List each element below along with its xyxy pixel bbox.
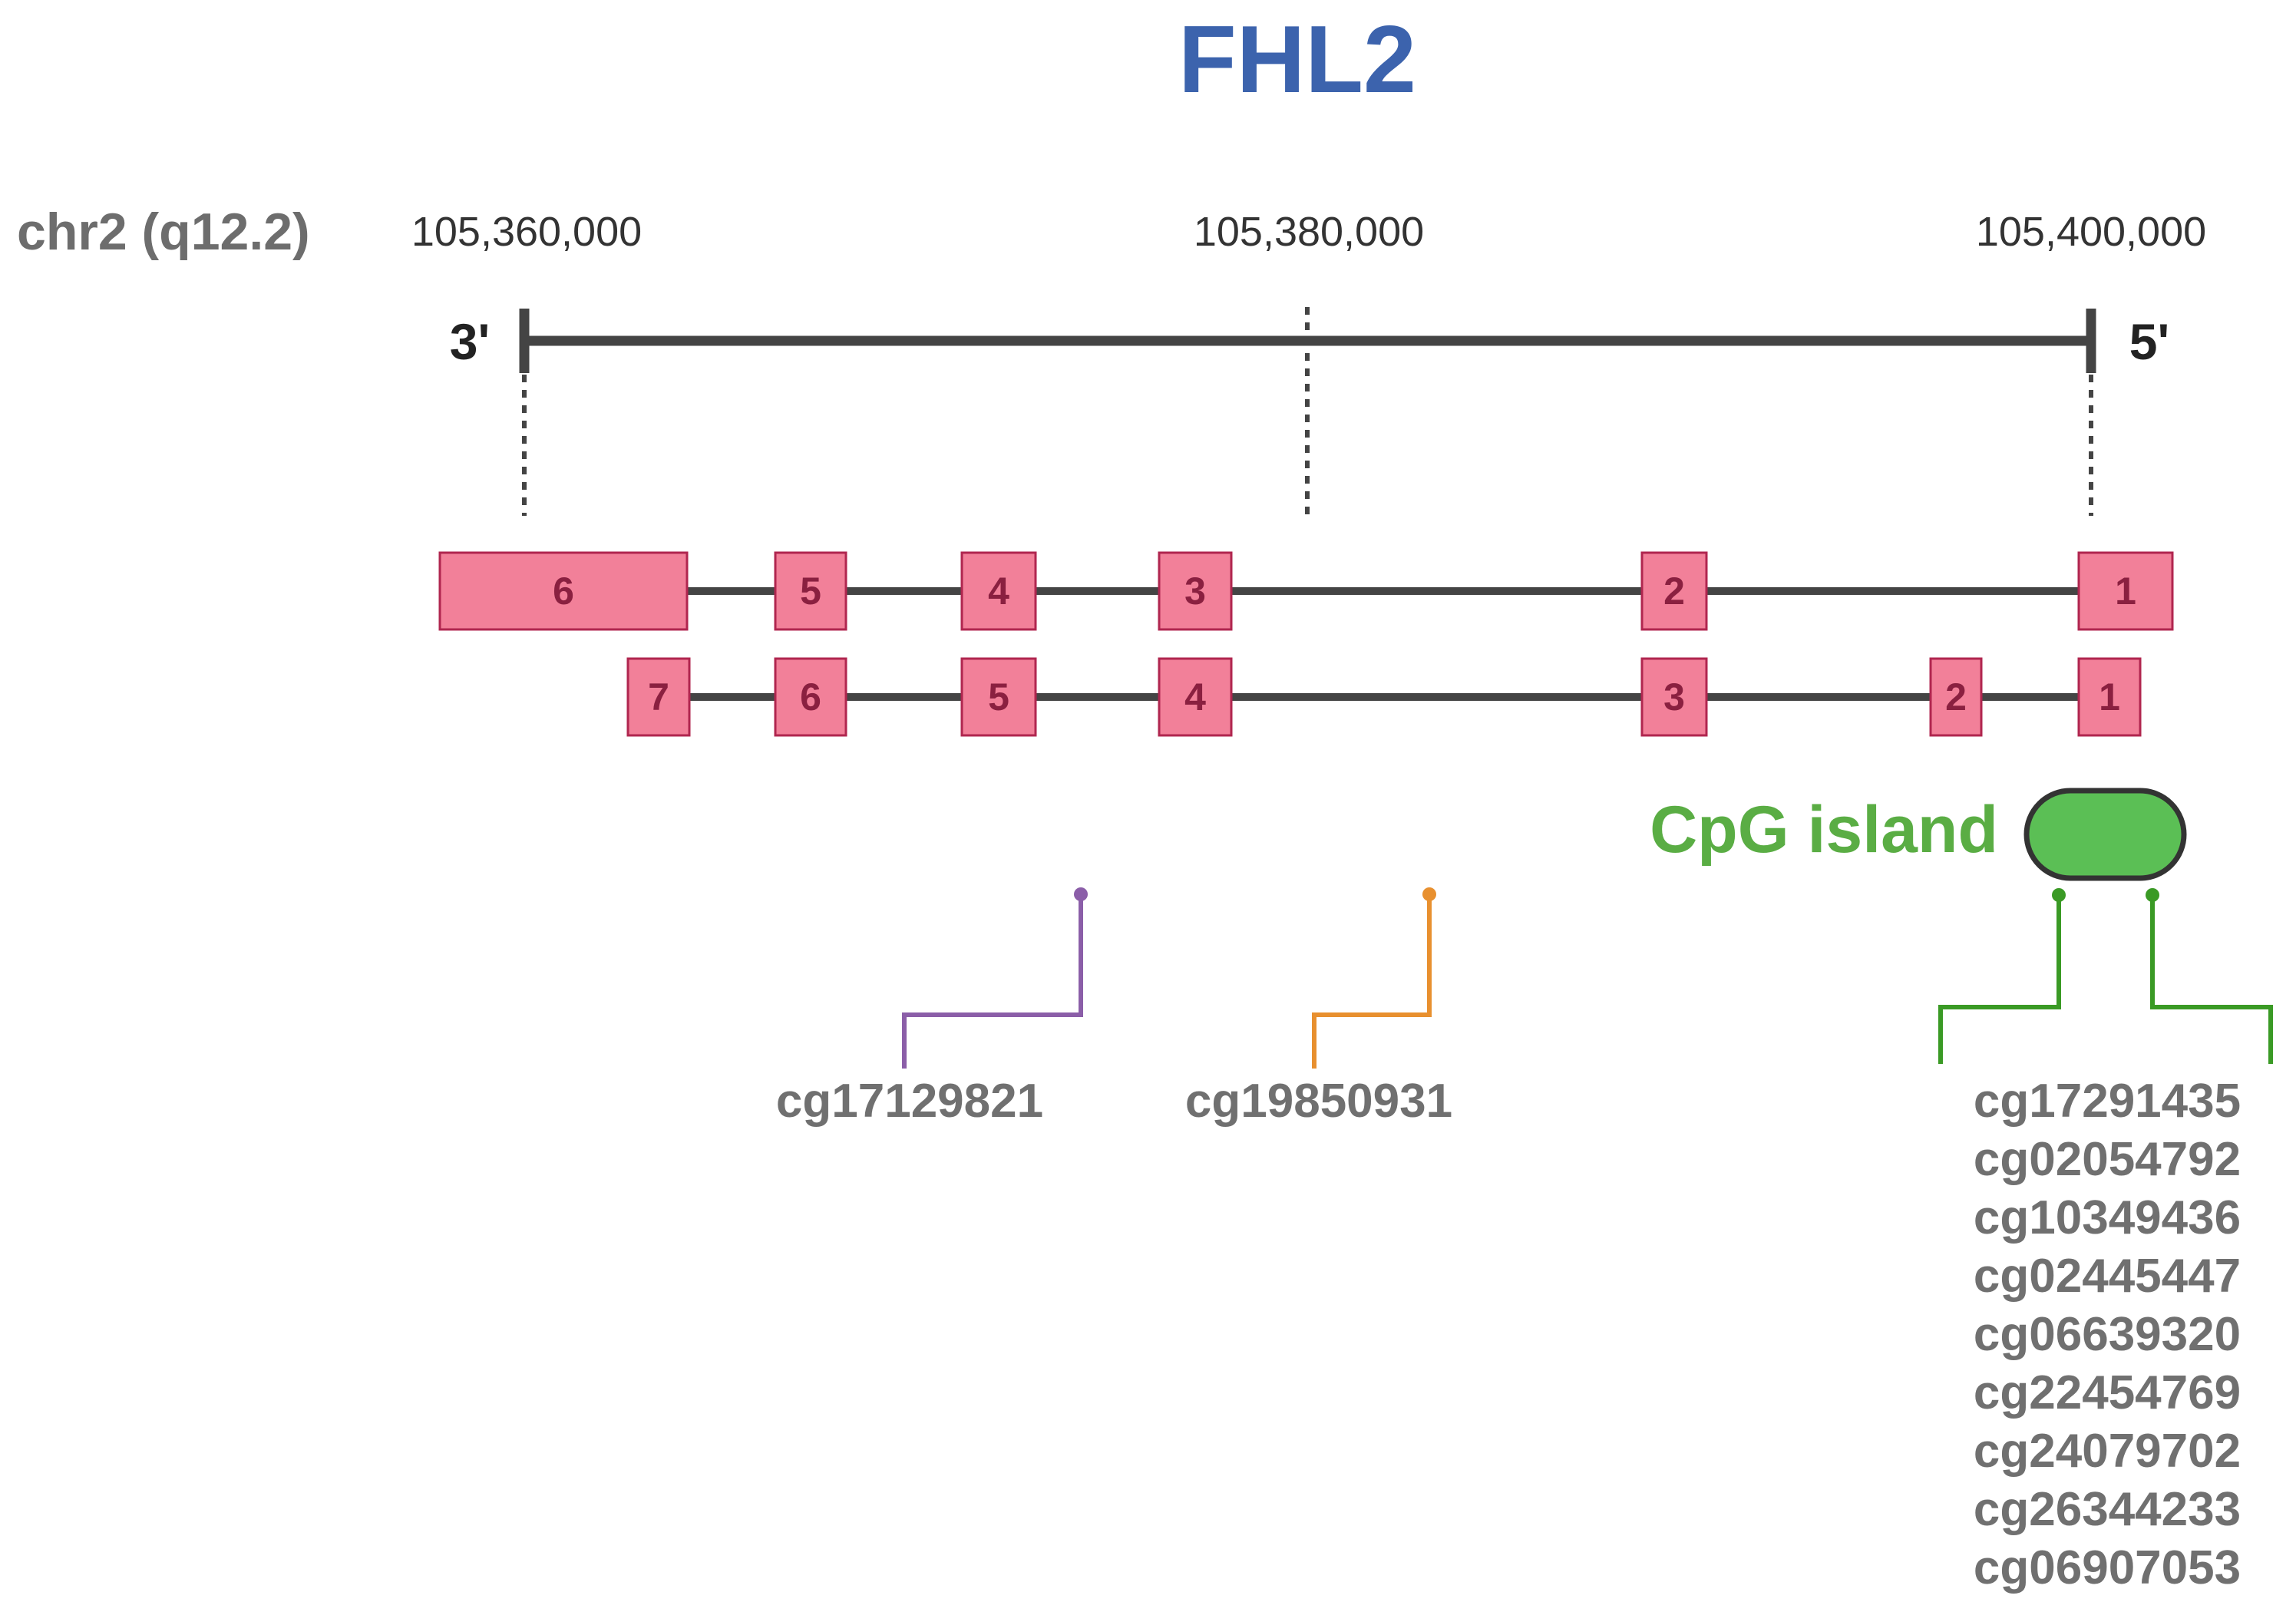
coordinate-label-left: 105,360,000: [411, 209, 642, 255]
exon: 1: [2077, 657, 2142, 737]
exon: 6: [774, 657, 847, 737]
coordinate-label-middle: 105,380,000: [1194, 209, 1424, 255]
cpg-probe-label: cg26344233: [1974, 1483, 2241, 1536]
probe-label-orange: cg19850931: [1185, 1075, 1452, 1128]
exon-label: 7: [648, 676, 669, 718]
probe-dot-purple: [1074, 887, 1088, 901]
cpg-probe-label: cg24079702: [1974, 1425, 2241, 1478]
exon-label: 6: [553, 570, 574, 613]
exon-label: 4: [1184, 676, 1206, 718]
exon-label: 4: [988, 570, 1009, 613]
probe-dot-orange: [1422, 887, 1436, 901]
cpg-probe-label: cg17291435: [1974, 1075, 2241, 1128]
probe-dot-cpg-left: [2052, 888, 2066, 902]
exon: 2: [1640, 551, 1708, 631]
cpg-probe-label: cg06907053: [1974, 1541, 2241, 1594]
exon-label: 2: [1945, 676, 1967, 718]
exon: 4: [1158, 657, 1233, 737]
exon: 5: [774, 551, 847, 631]
exon-label: 1: [2115, 570, 2136, 613]
probe-label-purple: cg17129821: [776, 1075, 1043, 1128]
exon: 1: [2077, 551, 2174, 631]
cpg-probe-label: cg06639320: [1974, 1308, 2241, 1361]
exon: 2: [1929, 657, 1983, 737]
exon-label: 6: [800, 676, 821, 718]
transcript-2: 7 6 5 4 3 2 1: [626, 657, 2142, 737]
probe-connector-orange: [1312, 894, 1432, 1069]
transcript-1: 6 5 4 3 2 1: [438, 551, 2174, 631]
five-prime-label: 5': [2129, 313, 2169, 370]
exon-label: 5: [800, 570, 821, 613]
exon-label: 3: [1184, 570, 1206, 613]
exon: 3: [1158, 551, 1233, 631]
exon-label: 2: [1663, 570, 1685, 613]
cpg-probe-label: cg02445447: [1974, 1250, 2241, 1303]
cpg-island-label: CpG island: [1650, 793, 1998, 867]
probe-dot-cpg-right: [2146, 888, 2159, 902]
exon-label: 5: [988, 676, 1009, 718]
exon: 6: [438, 551, 689, 631]
dotted-guides: [522, 307, 2093, 516]
probe-connector-purple: [902, 894, 1083, 1069]
exon-label: 3: [1663, 676, 1685, 718]
cpg-probe-list: cg17291435 cg02054792 cg10349436 cg02445…: [1974, 1075, 2241, 1594]
exon: 3: [1640, 657, 1708, 737]
coordinate-label-right: 105,400,000: [1976, 209, 2206, 255]
exon: 7: [626, 657, 691, 737]
cpg-probe-label: cg10349436: [1974, 1191, 2241, 1244]
chromosome-label: chr2 (q12.2): [17, 203, 310, 261]
gene-title: FHL2: [1178, 7, 1416, 113]
exon-label: 1: [2099, 676, 2120, 718]
three-prime-label: 3': [450, 313, 490, 370]
probe-connector-cpg: [1938, 895, 2273, 1064]
cpg-probe-label: cg02054792: [1974, 1133, 2241, 1186]
cpg-probe-label: cg22454769: [1974, 1366, 2241, 1419]
exon: 5: [960, 657, 1037, 737]
exon: 4: [960, 551, 1037, 631]
cpg-island-marker: [2023, 788, 2187, 881]
